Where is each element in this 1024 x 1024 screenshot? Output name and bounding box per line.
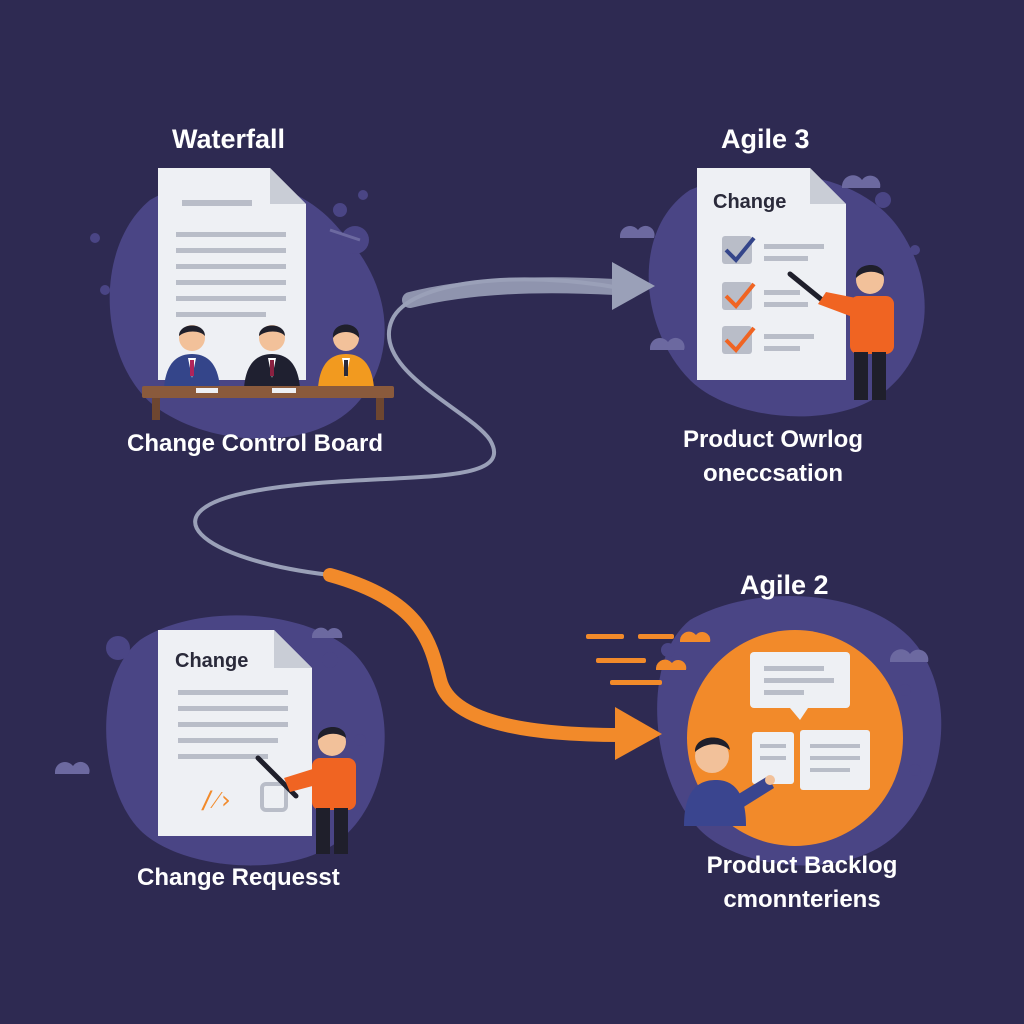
change-document-icon: /⁄› [158,630,312,836]
agile2-caption-line2: cmonnteriens [723,886,881,913]
speed-lines [586,631,711,685]
agile3-title: Agile 3 [721,124,810,154]
change-request-caption: Change Requesst [137,864,340,891]
agile2-illustration [586,630,903,846]
search-icon [260,782,288,812]
cloud-icons [55,175,929,774]
waterfall-caption: Change Control Board [127,430,383,457]
change-request-card-heading: Change [175,650,249,672]
agile3-caption-line1: Product Owrlog [683,426,863,453]
checklist-icon [697,168,846,380]
agile3-caption-line2: oneccsation [702,460,844,487]
change-request-illustration: /⁄› [158,630,356,854]
code-icon: /⁄› [200,786,233,814]
presenter-icon [787,264,894,400]
waterfall-illustration [142,168,394,420]
person-icon [684,737,775,826]
agile2-title: Agile 2 [740,570,829,600]
agile3-illustration [697,168,894,400]
flow-connector [193,228,662,760]
board-members-icon [164,324,374,388]
agile2-caption-line1: Product Backlog [706,852,898,879]
document-icon [158,168,306,380]
presenter-icon [255,726,356,854]
chat-bubble-icon [750,652,850,720]
decorative-dots [90,190,921,776]
backlog-cards-icon [752,730,870,790]
waterfall-title: Waterfall [172,124,286,154]
table-icon [142,386,394,420]
agile3-card-heading: Change [713,191,787,213]
